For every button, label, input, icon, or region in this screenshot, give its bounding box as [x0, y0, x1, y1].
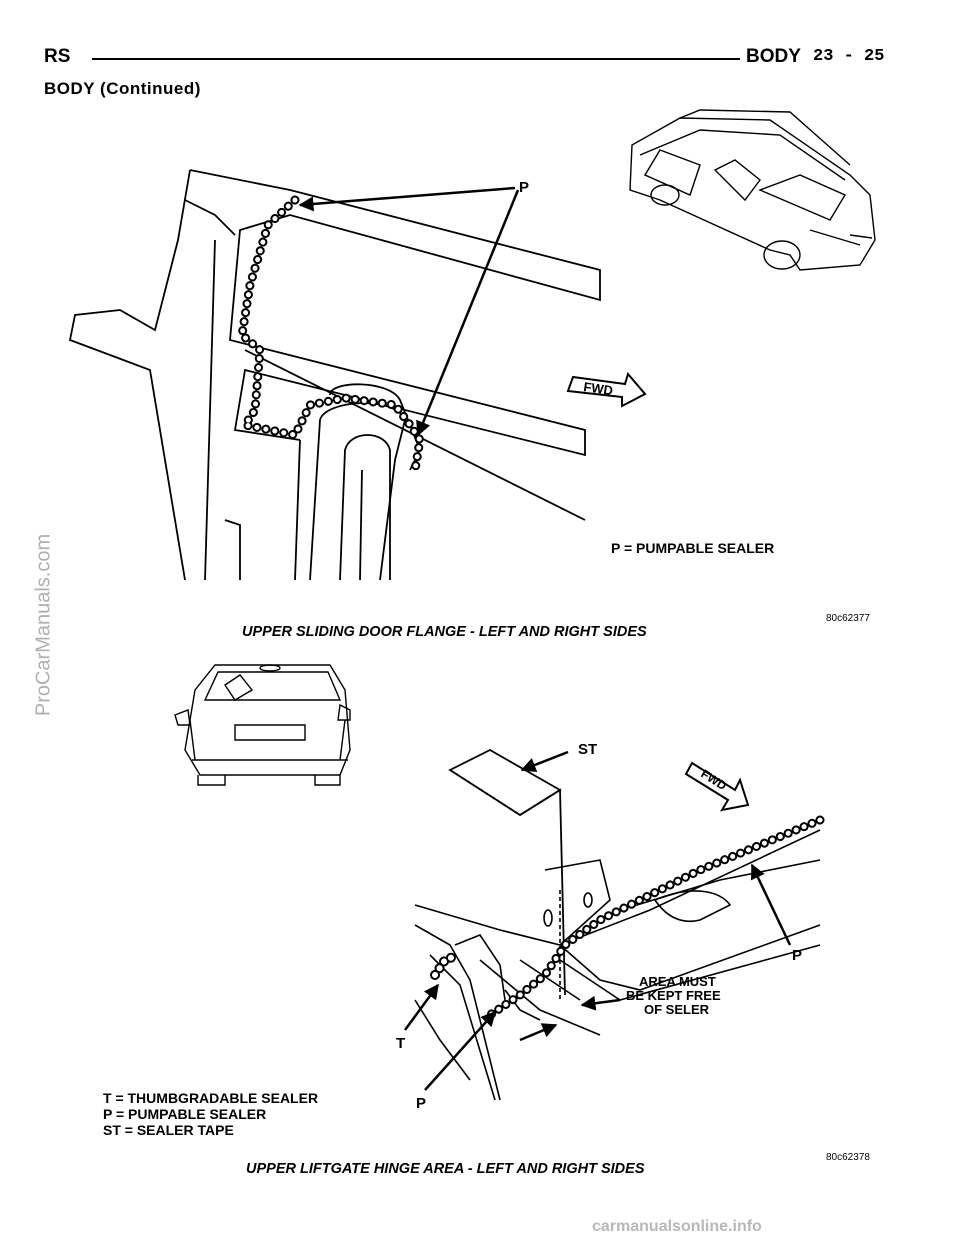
area-note-line-2: BE KEPT FREE — [626, 988, 721, 1003]
fwd-arrow — [684, 761, 750, 812]
legend-item-t: T = THUMBGRADABLE SEALER — [103, 1090, 319, 1106]
figure-2-id: 80c62378 — [826, 1152, 870, 1163]
fwd-arrow — [566, 371, 647, 408]
figure-1-caption: UPPER SLIDING DOOR FLANGE - LEFT AND RIG… — [242, 624, 647, 640]
liftgate-hinge-structure — [414, 829, 821, 1101]
door-frame-structure — [68, 169, 601, 581]
figure-1-id: 80c62377 — [826, 613, 870, 624]
callout-p: P — [519, 179, 529, 196]
figure-2-legend: T = THUMBGRADABLE SEALER P = PUMPABLE SE… — [103, 1090, 318, 1138]
page-number: 23 - 25 — [813, 47, 885, 66]
figure-2-caption: UPPER LIFTGATE HINGE AREA - LEFT AND RIG… — [246, 1161, 645, 1177]
continued-heading: BODY (Continued) — [44, 79, 201, 98]
callout-p-left: P — [416, 1095, 426, 1112]
fwd-label: FWD — [583, 379, 614, 398]
callout-arrows — [403, 750, 792, 1091]
legend-item-st: ST = SEALER TAPE — [103, 1122, 234, 1138]
legend-item-p: P = PUMPABLE SEALER — [103, 1106, 267, 1122]
figure-1-legend: P = PUMPABLE SEALER — [611, 540, 775, 556]
minivan-rear-icon — [174, 664, 351, 786]
callout-t: T — [396, 1035, 405, 1052]
callout-arrows-p — [298, 186, 520, 437]
section-code: RS — [44, 46, 71, 67]
minivan-side-icon — [629, 109, 876, 271]
sealer-bead-thumbgradable — [430, 950, 463, 980]
sealer-tape-piece — [448, 748, 566, 996]
sealer-bead-pumpable — [237, 195, 425, 475]
callout-st: ST — [578, 741, 597, 758]
watermark-bottom: carmanualsonline.info — [592, 1218, 762, 1235]
section-name: BODY — [746, 46, 801, 67]
watermark-side: ProCarManuals.com — [32, 533, 55, 717]
header-rule — [92, 58, 740, 60]
area-note-line-1: AREA MUST — [639, 974, 716, 989]
callout-p-right: P — [792, 947, 802, 964]
area-note-line-3: OF SELER — [644, 1002, 710, 1017]
sealer-bead-pumpable — [485, 815, 825, 1020]
